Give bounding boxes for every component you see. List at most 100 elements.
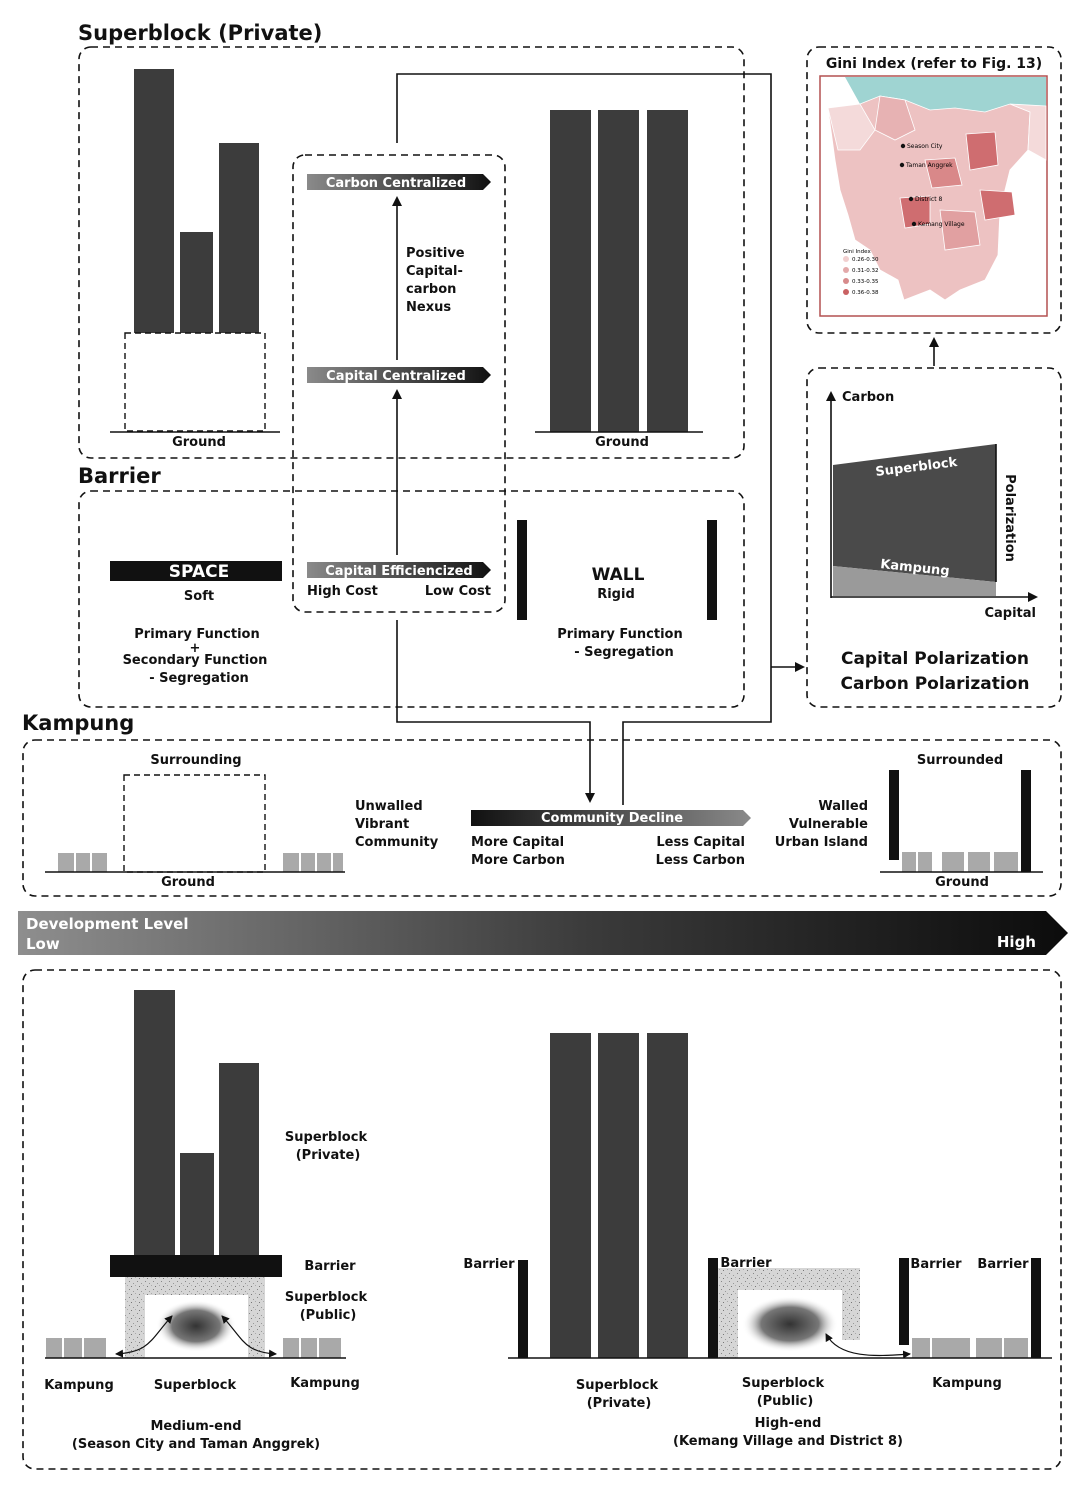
polarization-box [806, 367, 1062, 708]
place-kemang-village: Kemang Village [918, 221, 965, 228]
nexus-line-2: Capital- [406, 264, 463, 279]
kampung-houses-left [46, 1338, 106, 1358]
tower [550, 110, 591, 432]
flow-box [292, 154, 506, 613]
polarization-caption-1: Capital Polarization [841, 649, 1029, 669]
unwalled-1: Unwalled [355, 799, 423, 814]
rigid-label: Rigid [597, 587, 635, 602]
barrier-label: Barrier [463, 1257, 515, 1272]
legend-label: 0.31-0.32 [852, 268, 878, 274]
region-hot-2 [979, 189, 1016, 221]
wall-fn-1: Primary Function [557, 627, 682, 642]
gini-legend: Gini Index 0.26-0.300.31-0.320.33-0.350.… [843, 249, 879, 296]
tower [134, 990, 175, 1255]
kampung-houses-right [283, 1338, 341, 1358]
superblock-public-crowd [156, 1300, 236, 1352]
kampung-houses-walled [902, 852, 1018, 872]
region-ne [1009, 103, 1047, 161]
legend-swatch [843, 289, 849, 295]
high-end-label: High-end [755, 1416, 822, 1431]
barrier-box [78, 490, 745, 708]
wall-left [517, 520, 527, 620]
more-capital-label: More Capital [471, 835, 564, 850]
unwalled-2: Vibrant [355, 817, 409, 832]
barrier-group: SPACE Soft Primary Function + Secondary … [110, 520, 717, 686]
capital-axis-label: Capital [984, 606, 1036, 621]
capital-efficiencized-tag [307, 562, 491, 578]
barrier-label: Barrier [910, 1257, 962, 1272]
development-low-label: Low [26, 935, 60, 953]
polarization-group: Carbon Capital Superblock Kampung Polari… [826, 390, 1038, 694]
region-n [874, 95, 916, 141]
kampung-label-right: Kampung [290, 1376, 360, 1391]
connector-to-community-decline [396, 620, 595, 803]
space-fn-3: Secondary Function [123, 653, 268, 668]
carbon-centralized-label: Carbon Centralized [326, 176, 466, 191]
gini-map-group: Gini Index (refer to Fig. 13) Season Cit… [819, 56, 1048, 317]
section-title-kampung: Kampung [22, 711, 134, 735]
wall-left [889, 770, 899, 860]
wall [899, 1258, 909, 1345]
kampung-houses-left [58, 853, 107, 872]
kampung-label: Kampung [932, 1376, 1002, 1391]
superblock-private-label-2: (Private) [296, 1148, 361, 1163]
kampung-houses-right [283, 853, 343, 872]
surrounding-outline [123, 774, 266, 873]
barrier-bar [110, 1255, 282, 1277]
walled-3: Urban Island [775, 835, 868, 850]
space-fn-4: - Segregation [149, 671, 249, 686]
high-end-group: Barrier Barrier Barrier Barrier Superblo… [463, 1033, 1052, 1449]
soft-label: Soft [184, 589, 214, 604]
superblock-public-label-2: (Public) [757, 1394, 814, 1409]
polarization-caption-2: Carbon Polarization [841, 674, 1030, 694]
section-title-superblock-private: Superblock (Private) [78, 21, 322, 45]
superblock-area [833, 444, 996, 582]
tower [598, 1033, 639, 1358]
flow-arrow [825, 1333, 911, 1359]
superblock-private-label-2: (Private) [587, 1396, 652, 1411]
tower [180, 232, 213, 333]
map-places: Season City Taman Anggrek District 8 Kem… [899, 143, 965, 228]
ground-label: Ground [935, 875, 989, 890]
flow-arrow-left [115, 1315, 173, 1358]
bottom-box [22, 969, 1062, 1470]
wall [708, 1258, 718, 1358]
ground-label: Ground [595, 435, 649, 450]
kampung-area-label: Kampung [880, 557, 951, 579]
development-high-label: High [997, 933, 1036, 951]
space-label: SPACE [169, 562, 229, 582]
high-end-sub: (Kemang Village and District 8) [673, 1434, 903, 1449]
superblock-public-podium [718, 1268, 860, 1358]
tower [134, 69, 174, 333]
superblock-private-box [78, 46, 745, 459]
more-carbon-label: More Carbon [471, 853, 565, 868]
tower [598, 110, 639, 432]
medium-end-group: Superblock (Private) Barrier Superblock … [44, 990, 367, 1452]
kampung-group: Surrounding Ground Unwalled Vibrant Comm… [45, 753, 1043, 890]
space-bar [110, 561, 282, 581]
wall [518, 1260, 528, 1358]
medium-end-label: Medium-end [150, 1419, 241, 1434]
low-cost-label: Low Cost [425, 584, 491, 599]
community-decline-tag [471, 810, 751, 826]
superblock-public-label-1: Superblock [285, 1290, 368, 1305]
superblock-private-label-1: Superblock [285, 1130, 368, 1145]
space-fn-1: Primary Function [134, 627, 259, 642]
ground-label: Ground [172, 435, 226, 450]
superblock-label: Superblock [154, 1378, 237, 1393]
connector-to-polarization [396, 73, 772, 805]
capital-efficiencized-label: Capital Efficiencized [325, 564, 473, 579]
wall-label: WALL [592, 565, 645, 585]
tower [647, 1033, 688, 1358]
flow-arrow-right [221, 1315, 277, 1358]
legend-label: 0.33-0.35 [852, 279, 879, 285]
region-hot-4 [924, 157, 963, 189]
walled-2: Vulnerable [789, 817, 868, 832]
less-capital-label: Less Capital [656, 835, 745, 850]
podium-outline [124, 332, 266, 432]
carbon-axis-label: Carbon [842, 390, 894, 405]
tower [550, 1033, 591, 1358]
development-level-bar [18, 911, 1068, 955]
tower [219, 143, 259, 333]
